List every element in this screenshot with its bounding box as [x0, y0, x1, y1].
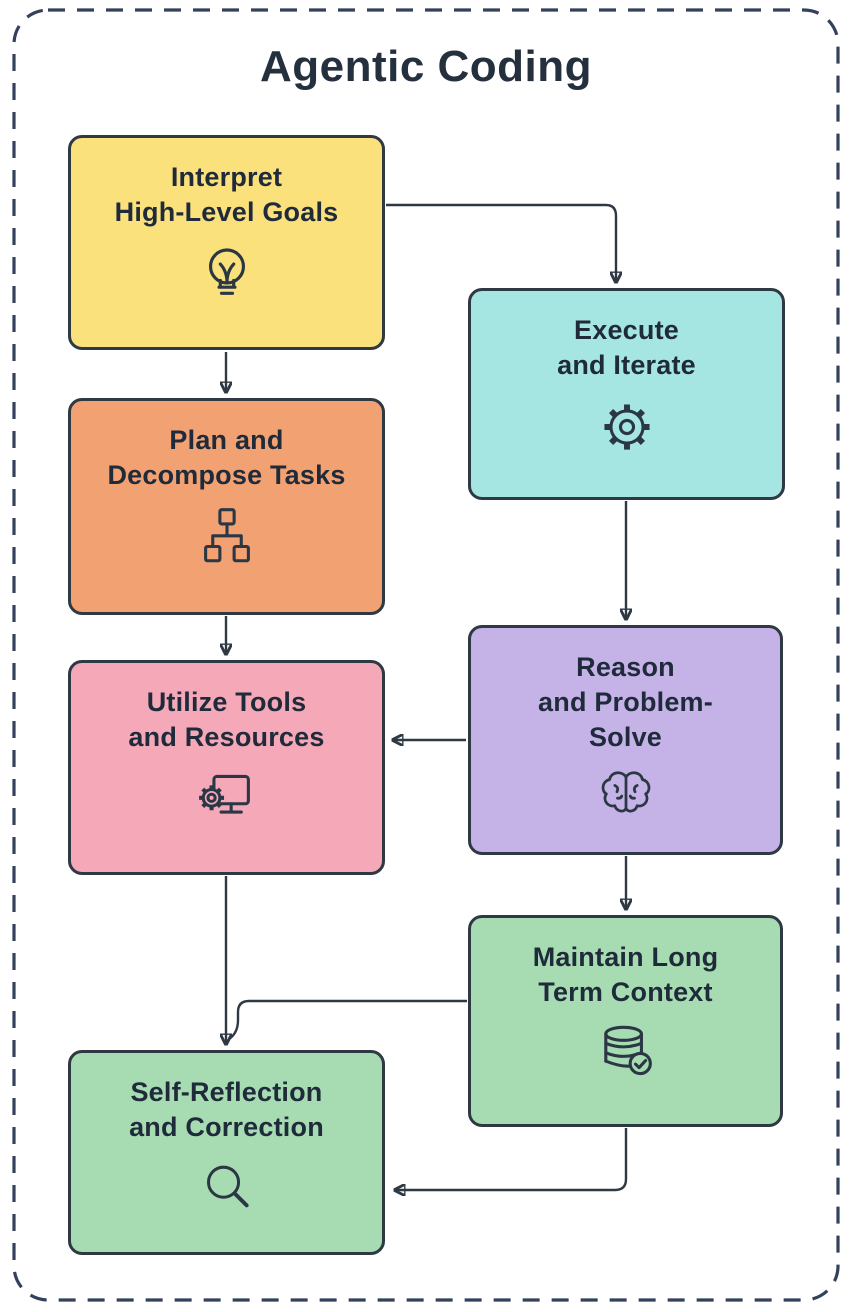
- gear-icon: [603, 404, 650, 450]
- node-maintain-long-term-context: Maintain Long Term Context: [468, 915, 783, 1127]
- node-label: Execute and Iterate: [557, 315, 696, 381]
- edge-maintain-self-reflection-side: [396, 1128, 628, 1190]
- database-check-icon: [603, 1025, 652, 1076]
- node-label: Plan and Decompose Tasks: [107, 425, 346, 491]
- hierarchy-icon: [203, 508, 250, 563]
- node-reason-and-problem-solve: Reason and Problem- Solve: [468, 625, 783, 855]
- tools-monitor-icon: [198, 775, 250, 814]
- node-interpret-high-level-goals: Interpret High-Level Goals: [68, 135, 385, 350]
- node-plan-and-decompose-tasks: Plan and Decompose Tasks: [68, 398, 385, 615]
- diagram-title: Agentic Coding: [259, 42, 593, 91]
- node-label: Interpret High-Level Goals: [114, 162, 339, 228]
- brain-icon: [601, 771, 650, 813]
- lightbulb-icon: [208, 248, 245, 296]
- node-label: Utilize Tools and Resources: [128, 687, 325, 753]
- node-label: Reason and Problem- Solve: [538, 652, 713, 753]
- edge-maintain-self-reflection-top: [228, 999, 467, 1040]
- node-utilize-tools-and-resources: Utilize Tools and Resources: [68, 660, 385, 875]
- node-self-reflection-and-correction: Self-Reflection and Correction: [68, 1050, 385, 1255]
- edge-interpret-execute: [386, 203, 616, 281]
- outer-dashed-border: [12, 8, 840, 1302]
- node-label: Maintain Long Term Context: [532, 942, 719, 1008]
- node-execute-and-iterate: Execute and Iterate: [468, 288, 785, 500]
- magnifier-icon: [206, 1165, 249, 1208]
- node-label: Self-Reflection and Correction: [129, 1077, 324, 1143]
